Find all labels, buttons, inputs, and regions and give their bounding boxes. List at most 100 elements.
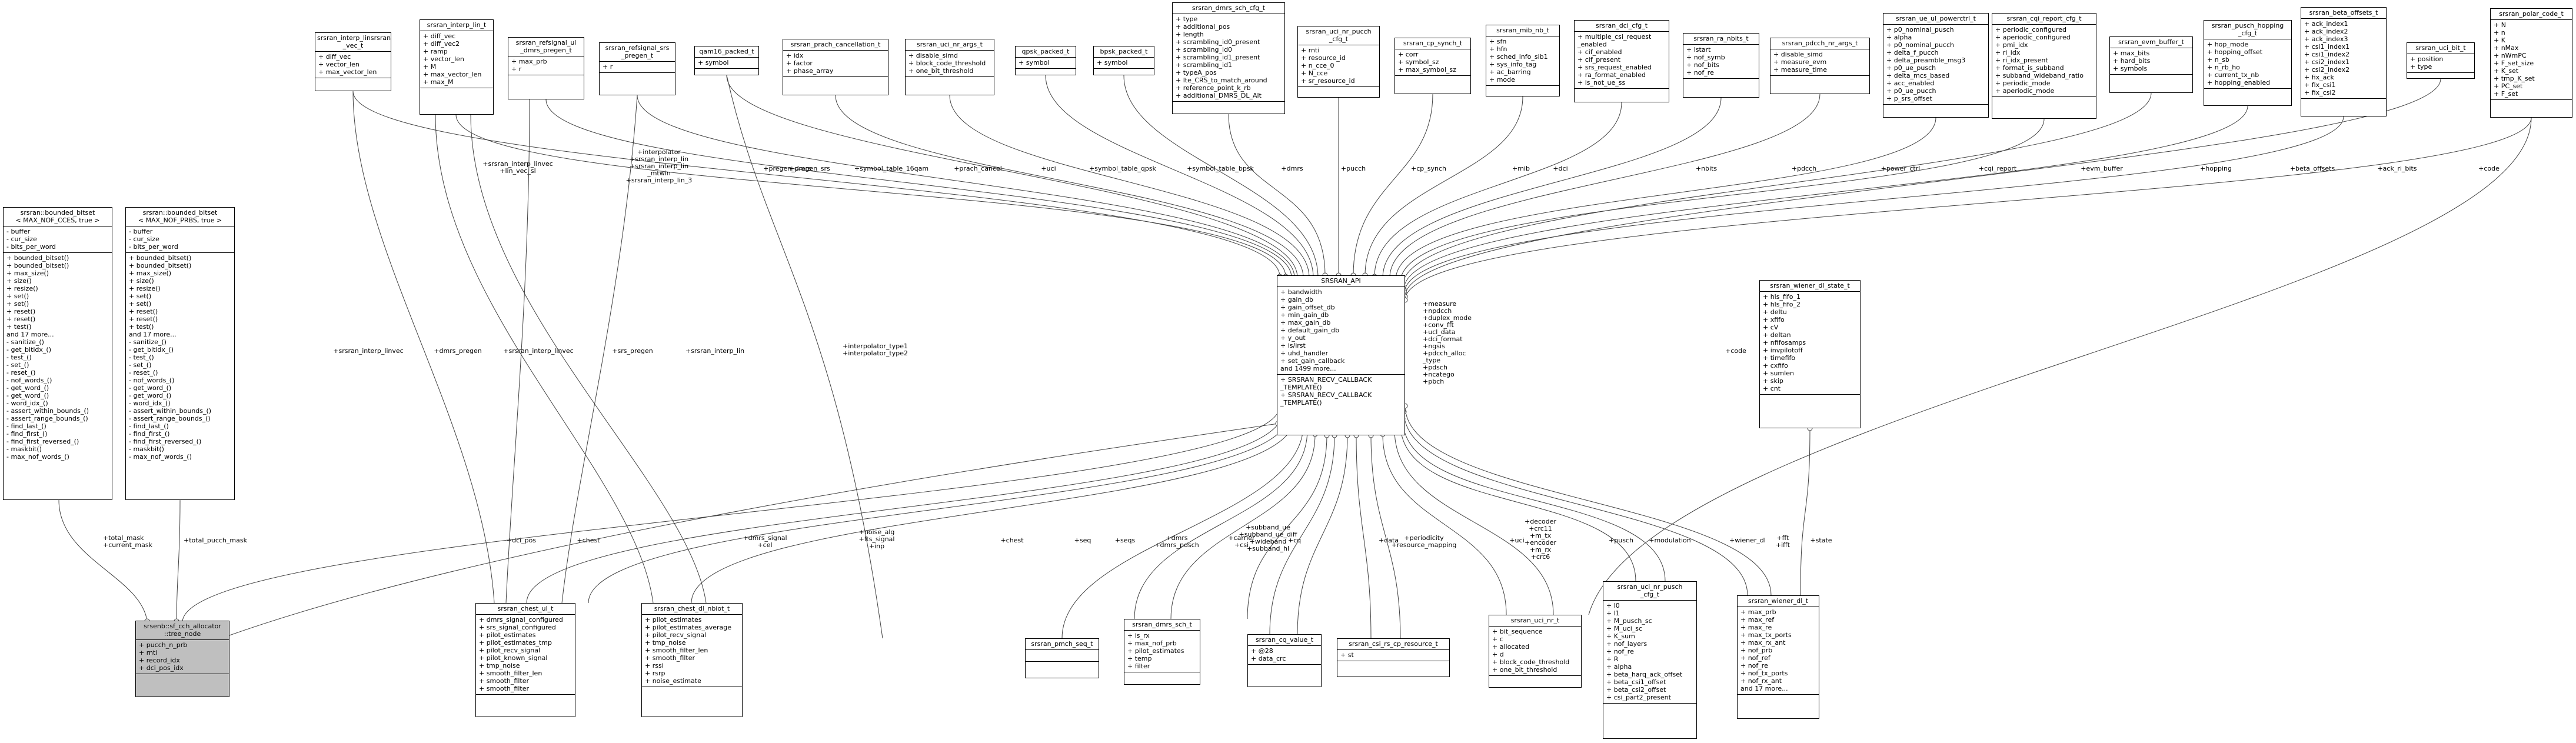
method: - set_() — [129, 361, 152, 369]
method: - sanitize_() — [6, 338, 44, 346]
class-node-refsignal-ul-dmrs-pregen[interactable]: srsran_refsignal_ul _dmrs_pregen_t + max… — [508, 37, 584, 99]
class-node-uci-nr-pusch-cfg[interactable]: srsran_uci_nr_pusch _cfg_t + l0 + l1 + M… — [1603, 581, 1697, 739]
attribute: + n_rb_ho — [2207, 64, 2240, 71]
method: - get_bitidx_() — [129, 346, 174, 354]
attribute: + reference_point_k_rb — [1176, 84, 1251, 92]
class-node-uci-bit[interactable]: srsran_uci_bit_t + position + type — [2407, 42, 2475, 79]
class-node-wiener-dl[interactable]: srsran_wiener_dl_t + max_prb + max_ref +… — [1737, 595, 1819, 719]
attribute: + pilot_estimates — [1127, 647, 1184, 655]
method: + resize() — [129, 285, 161, 292]
class-node-uci-nr-args[interactable]: srsran_uci_nr_args_t + disable_simd + bl… — [905, 39, 994, 95]
class-node-sf-cch-allocator-tree-node[interactable]: srsenb::sf_cch_allocator ::tree_node + p… — [135, 621, 229, 697]
attribute: + max_ref — [1740, 616, 1775, 624]
attribute: + format_is_subband — [1995, 64, 2064, 72]
association-edge-uci-top — [949, 95, 1310, 278]
class-node-wiener-dl-state[interactable]: srsran_wiener_dl_state_t + hls_fifo_1 + … — [1759, 280, 1861, 428]
method: + bounded_bitset() — [6, 254, 69, 262]
class-node-pdcch-nr-args[interactable]: srsran_pdcch_nr_args_t + disable_simd + … — [1770, 38, 1870, 94]
attribute: + n — [2494, 29, 2505, 36]
method: + set() — [129, 300, 152, 308]
edge-label-dmrs-top: +dmrs — [1281, 165, 1303, 172]
attribute: + fix_csi1 — [2304, 81, 2336, 89]
class-node-pusch-hopping-cfg[interactable]: srsran_pusch_hopping _cfg_t + hop_mode +… — [2204, 20, 2292, 106]
class-node-prach-cancellation[interactable]: srsran_prach_cancellation_t + idx + fact… — [783, 39, 888, 95]
association-edge-dci-pos — [182, 405, 1280, 623]
attribute: + tmp_noise — [479, 662, 520, 669]
methods — [1760, 395, 1860, 402]
attribute: - bits_per_word — [129, 243, 178, 251]
attribute: + N — [2494, 21, 2506, 29]
attribute: + bandwidth — [1280, 288, 1322, 296]
class-title: qam16_packed_t — [695, 46, 758, 58]
attribute: + y_out — [1280, 334, 1306, 342]
class-title: srsran::bounded_bitset < MAX_NOF_PRBS, t… — [126, 208, 234, 226]
class-node-chest-dl-nbiot[interactable]: srsran_chest_dl_nbiot_t + pilot_estimate… — [641, 603, 743, 717]
class-node-cp-synch[interactable]: srsran_cp_synch_t + corr + symbol_sz + m… — [1394, 38, 1471, 94]
edge-label-srsran-interp-linvec-left: +srsran_interp_linvec — [333, 347, 403, 355]
class-node-evm-buffer[interactable]: srsran_evm_buffer_t + max_bits + hard_bi… — [2109, 36, 2193, 93]
attribute: + min_gain_db — [1280, 311, 1329, 319]
attribute: + cV — [1763, 324, 1779, 331]
class-node-pmch-seq[interactable]: srsran_pmch_seq_t — [1025, 638, 1099, 678]
association-edge-dmrs-pdsch — [1170, 434, 1316, 619]
attributes: + periodic_configured + aperiodic_config… — [1992, 25, 2096, 97]
attribute: + beta_csi2_offset — [1606, 686, 1666, 694]
edge-label-total-pucch-mask: +total_pucch_mask — [184, 537, 248, 544]
attribute: + hard_bits — [2113, 57, 2151, 65]
class-node-cq-value[interactable]: srsran_cq_value_t + @28 + data_crc — [1247, 634, 1322, 687]
class-node-cqi-report-cfg[interactable]: srsran_cqi_report_cfg_t + periodic_confi… — [1992, 13, 2096, 119]
attribute: + sched_info_sib1 — [1489, 53, 1548, 61]
class-node-bitset-prbs[interactable]: srsran::bounded_bitset < MAX_NOF_PRBS, t… — [125, 207, 235, 500]
attributes: + lstart + nof_symb + nof_bits + nof_re — [1683, 45, 1759, 79]
attribute: + nof_tx_ports — [1740, 669, 1788, 677]
attribute: + skip — [1763, 377, 1783, 385]
class-node-interp-lin[interactable]: srsran_interp_lin_t + diff_vec + diff_ve… — [420, 19, 494, 115]
method: - word_idx_() — [129, 399, 171, 407]
class-node-uci-nr-pucch-cfg[interactable]: srsran_uci_nr_pucch _cfg_t + rnti + reso… — [1297, 26, 1380, 98]
class-node-ue-ul-powerctrl[interactable]: srsran_ue_ul_powerctrl_t + p0_nominal_pu… — [1883, 13, 1989, 118]
class-node-csi-rs-cp-resource[interactable]: srsran_csi_rs_cp_resource_t + st — [1337, 638, 1450, 677]
class-node-qam16-packed[interactable]: qam16_packed_t + symbol — [694, 46, 759, 75]
class-node-qpsk-packed[interactable]: qpsk_packed_t + symbol — [1015, 46, 1076, 75]
association-edge-total-pucch-mask — [176, 499, 181, 622]
attribute: + tmp_K_set — [2494, 75, 2535, 82]
class-node-uci-nr[interactable]: srsran_uci_nr_t + bit_sequence + c + all… — [1489, 615, 1582, 688]
class-node-mib-nb[interactable]: srsran_mib_nb_t + sfn + hfn + sched_info… — [1486, 25, 1560, 96]
method: - reset_() — [6, 369, 36, 377]
class-node-interp-linsrsran-vec[interactable]: srsran_interp_linsrsran _vec_t + diff_ve… — [315, 32, 391, 91]
attributes: + symbol — [1016, 58, 1076, 69]
attribute: + scrambling_id1_present — [1176, 54, 1260, 61]
class-node-dmrs-sch[interactable]: srsran_dmrs_sch_t + is_rx + max_nof_prb … — [1124, 619, 1200, 685]
edge-label-interp-linvec-top: +srsran_interp_linvec+lin_vec_sl — [482, 160, 553, 175]
methods — [1992, 97, 2096, 105]
attribute: + max_prb — [1740, 608, 1776, 616]
method: - word_idx_() — [6, 399, 48, 407]
attribute: + PC_set — [2494, 82, 2523, 90]
class-node-bpsk-packed[interactable]: bpsk_packed_t + symbol — [1093, 46, 1154, 75]
edge-label-pregen-srs: +pregen_srs — [789, 165, 830, 172]
class-node-chest-ul[interactable]: srsran_chest_ul_t + dmrs_signal_configur… — [475, 603, 575, 717]
association-edge-sym16 — [726, 75, 1298, 278]
methods — [1770, 76, 1869, 84]
class-node-beta-offsets[interactable]: srsran_beta_offsets_t + ack_index1 + ack… — [2301, 7, 2387, 116]
class-node-polar-code[interactable]: srsran_polar_code_t + N + n + K + nMax +… — [2490, 8, 2572, 118]
class-node-ra-nbits[interactable]: srsran_ra_nbits_t + lstart + nof_symb + … — [1683, 33, 1759, 98]
attribute: + p_srs_offset — [1886, 95, 1932, 102]
attribute: + sumlen — [1763, 369, 1794, 377]
attribute: - buffer — [6, 228, 31, 235]
method: + set() — [129, 292, 152, 300]
association-edge-code-top — [1405, 117, 2532, 301]
class-title: srsran_dci_cfg_t — [1575, 21, 1669, 32]
attributes: + pucch_n_prb + rnti + record_idx + dci_… — [136, 640, 229, 674]
class-node-dmrs-sch-cfg[interactable]: srsran_dmrs_sch_cfg_t + type + additiona… — [1172, 2, 1285, 114]
class-node-dci-cfg[interactable]: srsran_dci_cfg_t + multiple_csi_request … — [1574, 20, 1669, 102]
class-title: srsran_interp_lin_t — [420, 20, 493, 31]
attribute: + csi2_index2 — [2304, 66, 2350, 74]
class-node-refsignal-srs-pregen[interactable]: srsran_refsignal_srs _pregen_t + r — [599, 42, 675, 95]
class-node-bitset-cces[interactable]: srsran::bounded_bitset < MAX_NOF_CCES, t… — [3, 207, 112, 500]
attribute: + pilot_recv_signal — [479, 647, 540, 654]
attribute: + max_rx_ant — [1740, 639, 1786, 647]
class-node-srsran-api[interactable]: SRSRAN_API + bandwidth + gain_db + gain_… — [1277, 275, 1405, 435]
edge-label-beta-offsets: +beta_offsets — [2290, 165, 2335, 172]
